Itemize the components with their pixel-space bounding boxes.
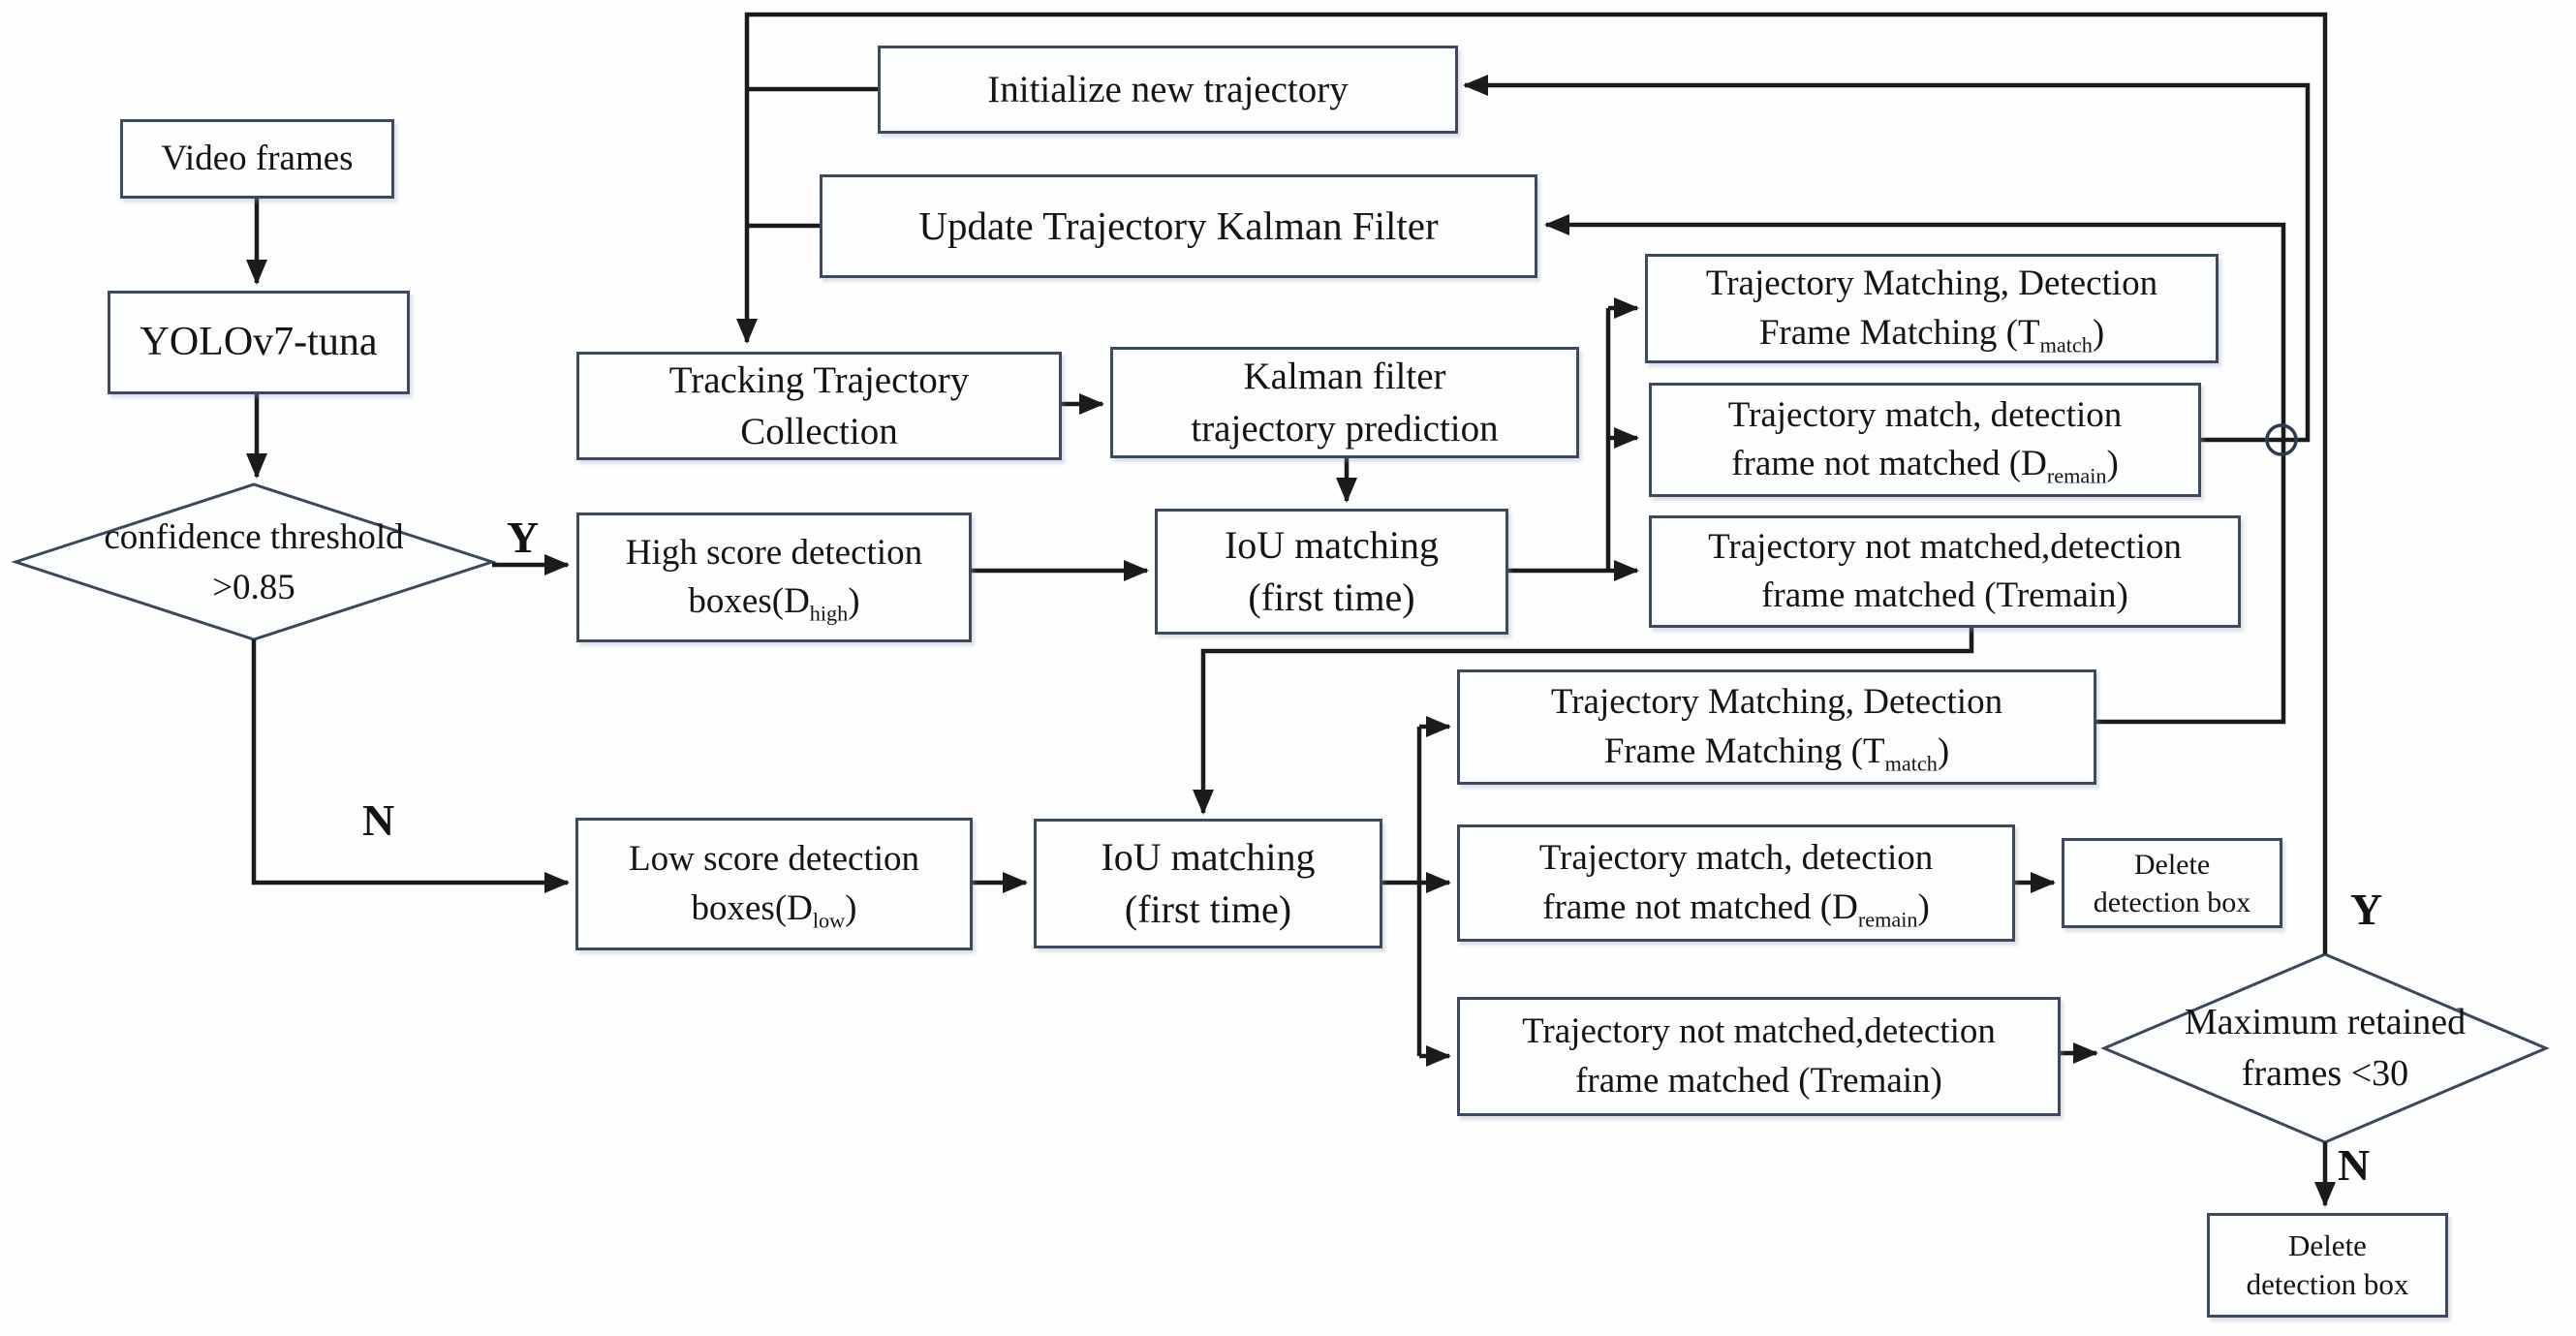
label-subscript: high [809, 601, 849, 626]
node-label: Update Trajectory Kalman Filter [918, 202, 1439, 248]
edge-dremain1-to-initialize [1463, 75, 2311, 443]
node-trajectory-not-matched-tremain-2: Trajectory not matched,detection frame m… [1457, 997, 2061, 1116]
decision-confidence-label: confidence threshold >0.85 [41, 517, 467, 608]
branch-label-no-low: N [362, 795, 395, 845]
node-label: Video frames [161, 138, 354, 178]
label-subscript: match [2039, 331, 2093, 357]
node-trajectory-not-matched-tremain-1: Trajectory not matched,detection frame m… [1649, 515, 2241, 628]
label-text: boxes(D [688, 581, 810, 621]
node-label: Initialize new trajectory [987, 68, 1349, 110]
node-label-line: Trajectory Matching, Detection [1550, 682, 2003, 723]
node-label-line: Trajectory match, detection [1727, 394, 2123, 435]
node-low-score-detection-boxes: Low score detection boxes(Dlow) [575, 818, 973, 950]
node-label-line: Delete [2288, 1227, 2367, 1262]
label-text: Frame Matching (T [1603, 730, 1885, 771]
node-label-line: detection box [2246, 1267, 2409, 1301]
node-label-line: (first time) [1248, 575, 1415, 619]
label-text: ) [2092, 312, 2105, 353]
node-label-line: Trajectory not matched,detection [1522, 1011, 1996, 1052]
node-label-line: boxes(Dhigh) [688, 577, 859, 626]
node-label-line: Frame Matching (Tmatch) [1759, 309, 2104, 357]
node-label-line: detection box [2093, 885, 2251, 918]
node-initialize-new-trajectory: Initialize new trajectory [878, 46, 1458, 134]
wire-crossing-jump-circle [2265, 423, 2298, 456]
node-label-line: frames <30 [2241, 1053, 2409, 1094]
branch-label-yes-loop: Y [2350, 885, 2383, 934]
node-iou-matching-first: IoU matching (first time) [1155, 509, 1508, 635]
node-label-line: trajectory prediction [1191, 407, 1499, 450]
decision-max-retained-frames-label: Maximum retained frames <30 [2122, 998, 2529, 1099]
label-text: Frame Matching (T [1758, 312, 2040, 353]
node-label-line: Collection [740, 411, 898, 452]
node-label: YOLOv7-tuna [140, 319, 378, 364]
node-label-line: Trajectory Matching, Detection [1705, 264, 2158, 304]
label-text: frame not matched (D [1731, 444, 2047, 483]
node-trajectory-matching-tmatch-2: Trajectory Matching, Detection Frame Mat… [1457, 669, 2096, 785]
node-label-line: Tracking Trajectory [668, 358, 970, 401]
node-delete-detection-box-2: Delete detection box [2207, 1213, 2448, 1318]
node-yolov7-tuna: YOLOv7-tuna [108, 291, 410, 394]
node-label-line: (first time) [1124, 887, 1292, 931]
node-label-line: frame not matched (Dremain) [1542, 884, 1930, 932]
node-trajectory-matching-tmatch-1: Trajectory Matching, Detection Frame Mat… [1645, 254, 2219, 363]
node-update-trajectory-kalman-filter: Update Trajectory Kalman Filter [820, 174, 1537, 278]
edge-tremain1-to-iou2 [1193, 628, 1974, 815]
node-label-line: Trajectory not matched,detection [1708, 526, 2182, 567]
label-subscript: low [812, 907, 846, 932]
node-label-line: Maximum retained [2184, 1001, 2467, 1042]
label-text: ) [845, 887, 857, 928]
label-text: ) [848, 581, 860, 621]
label-subscript: remain [1857, 906, 1918, 931]
node-detection-not-matched-dremain-2: Trajectory match, detection frame not ma… [1457, 824, 2015, 942]
node-label-line: Delete [2133, 848, 2211, 881]
node-label-line: frame matched (Tremain) [1575, 1060, 1942, 1101]
node-kalman-filter-trajectory-prediction: Kalman filter trajectory prediction [1110, 347, 1579, 458]
node-label-line: >0.85 [212, 568, 295, 607]
decision-diamond-max-retained-frames [2100, 952, 2550, 1144]
label-text: ) [1937, 730, 1950, 771]
branch-label-no-delete: N [2338, 1140, 2371, 1190]
edge-confidence-no-to-low [251, 639, 570, 893]
label-text: ) [1917, 886, 1930, 927]
node-tracking-trajectory-collection: Tracking Trajectory Collection [576, 352, 1062, 460]
decision-diamond-confidence [11, 482, 497, 641]
label-text: boxes(D [691, 887, 813, 928]
edge-tmatch2-to-update [1544, 214, 2286, 725]
node-video-frames: Video frames [120, 119, 394, 199]
node-label-line: Kalman filter [1243, 356, 1446, 398]
node-label-line: High score detection [625, 532, 923, 573]
node-label-line: Trajectory match, detection [1538, 838, 1934, 879]
node-label-line: IoU matching [1224, 522, 1440, 567]
node-delete-detection-box-1: Delete detection box [2062, 838, 2282, 928]
node-label-line: frame not matched (Dremain) [1731, 440, 2119, 488]
node-high-score-detection-boxes: High score detection boxes(Dhigh) [576, 513, 972, 642]
edge-maxframes-yes-loop-to-tracking [736, 12, 2328, 954]
node-iou-matching-second: IoU matching (first time) [1034, 819, 1382, 948]
node-label-line: Low score detection [629, 839, 919, 880]
node-label-line: boxes(Dlow) [692, 885, 857, 933]
label-text: ) [2106, 444, 2119, 483]
branch-label-yes-high: Y [507, 513, 540, 562]
node-label-line: Frame Matching (Tmatch) [1604, 728, 1949, 776]
node-label-line: confidence threshold [104, 517, 404, 558]
node-label-line: IoU matching [1101, 834, 1316, 879]
node-detection-not-matched-dremain-1: Trajectory match, detection frame not ma… [1649, 383, 2201, 497]
label-text: frame not matched (D [1542, 886, 1858, 927]
label-subscript: match [1884, 750, 1938, 775]
label-subscript: remain [2046, 463, 2107, 488]
node-label-line: frame matched (Tremain) [1761, 575, 2128, 615]
